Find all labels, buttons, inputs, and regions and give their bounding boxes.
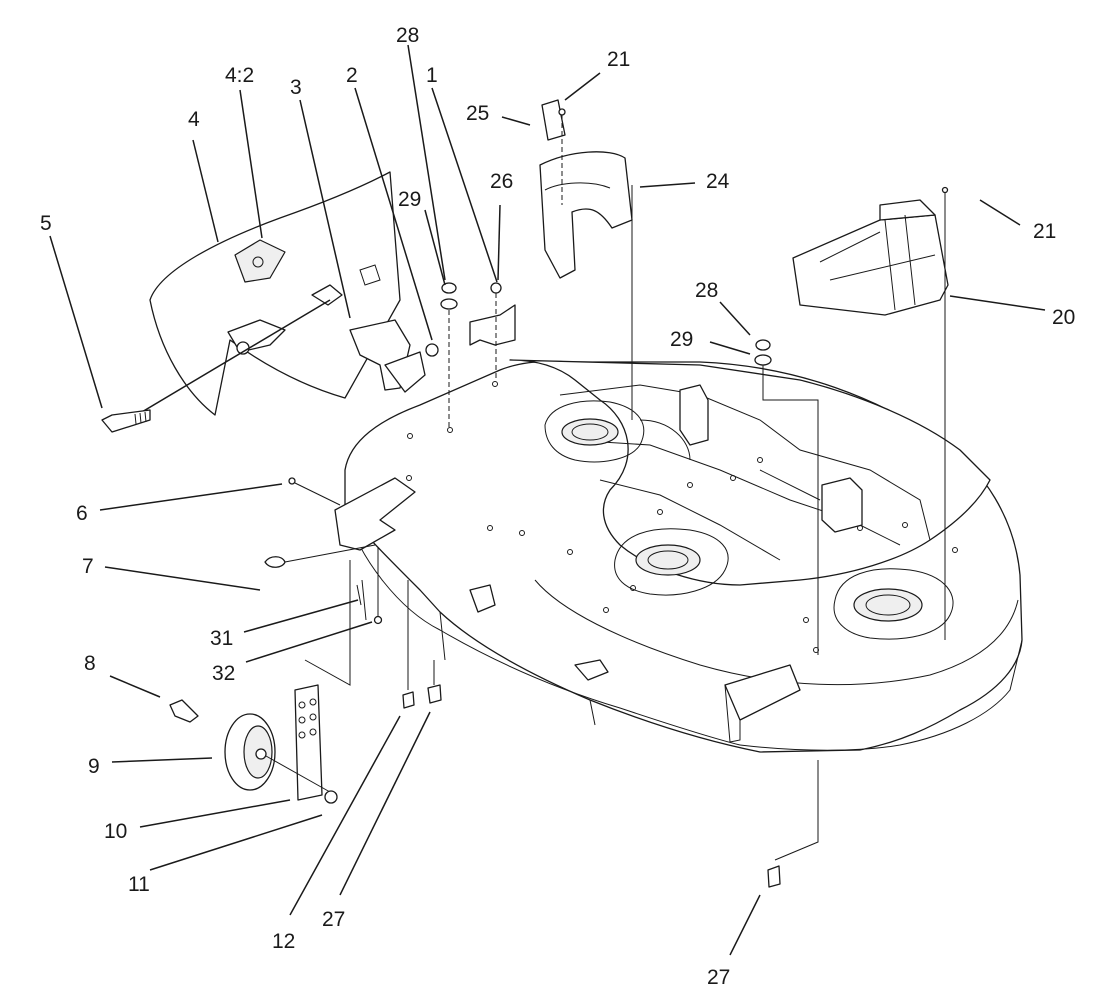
wheel-bracket bbox=[264, 477, 416, 686]
washer-stack-left bbox=[440, 282, 458, 430]
leader-lines bbox=[49, 44, 1046, 956]
callout-5: 5 bbox=[40, 212, 52, 235]
hinge-bracket bbox=[227, 284, 439, 393]
callout-4-2: 4:2 bbox=[225, 64, 254, 87]
axle-plate-holes bbox=[298, 698, 317, 739]
callout-26: 26 bbox=[490, 170, 513, 193]
hinge-rod bbox=[101, 299, 331, 433]
wheel-axle-plate bbox=[294, 684, 323, 801]
callout-24: 24 bbox=[706, 170, 730, 193]
callout-1: 1 bbox=[426, 64, 438, 87]
wheel-bolt bbox=[169, 699, 199, 723]
callout-11: 11 bbox=[128, 873, 150, 896]
mount-bracket-1 bbox=[469, 282, 516, 380]
callout-27-bottom: 27 bbox=[707, 966, 730, 989]
discharge-chute bbox=[792, 186, 949, 640]
callout-28-left: 28 bbox=[396, 24, 419, 47]
callout-21-right: 21 bbox=[1033, 220, 1056, 243]
mower-deck-housing bbox=[344, 359, 1023, 753]
callout-6: 6 bbox=[76, 502, 88, 525]
chute-cover bbox=[539, 99, 633, 420]
callout-20: 20 bbox=[1052, 306, 1075, 329]
callout-28-right: 28 bbox=[695, 279, 718, 302]
front-wheel bbox=[224, 713, 338, 804]
callout-4: 4 bbox=[188, 108, 200, 131]
callout-32: 32 bbox=[212, 662, 235, 685]
callout-29-right: 29 bbox=[670, 328, 693, 351]
callout-12: 12 bbox=[272, 930, 295, 953]
deck-bolts bbox=[402, 580, 819, 888]
callout-27-left: 27 bbox=[322, 908, 345, 931]
callout-25: 25 bbox=[466, 102, 489, 125]
callout-10: 10 bbox=[104, 820, 127, 843]
callout-3: 3 bbox=[290, 76, 302, 99]
callout-8: 8 bbox=[84, 652, 96, 675]
callout-7: 7 bbox=[82, 555, 94, 578]
callout-9: 9 bbox=[88, 755, 100, 778]
callout-29-left: 29 bbox=[398, 188, 421, 211]
deck-holes bbox=[406, 381, 958, 653]
callout-2: 2 bbox=[346, 64, 358, 87]
washer-stack-right bbox=[754, 339, 819, 655]
callout-labels: 1 2 3 4 4:2 5 6 7 8 9 10 11 12 20 21 21 … bbox=[40, 24, 1075, 989]
callout-21-top: 21 bbox=[607, 48, 630, 71]
callout-31: 31 bbox=[210, 627, 233, 650]
deflector-plate bbox=[149, 171, 401, 416]
